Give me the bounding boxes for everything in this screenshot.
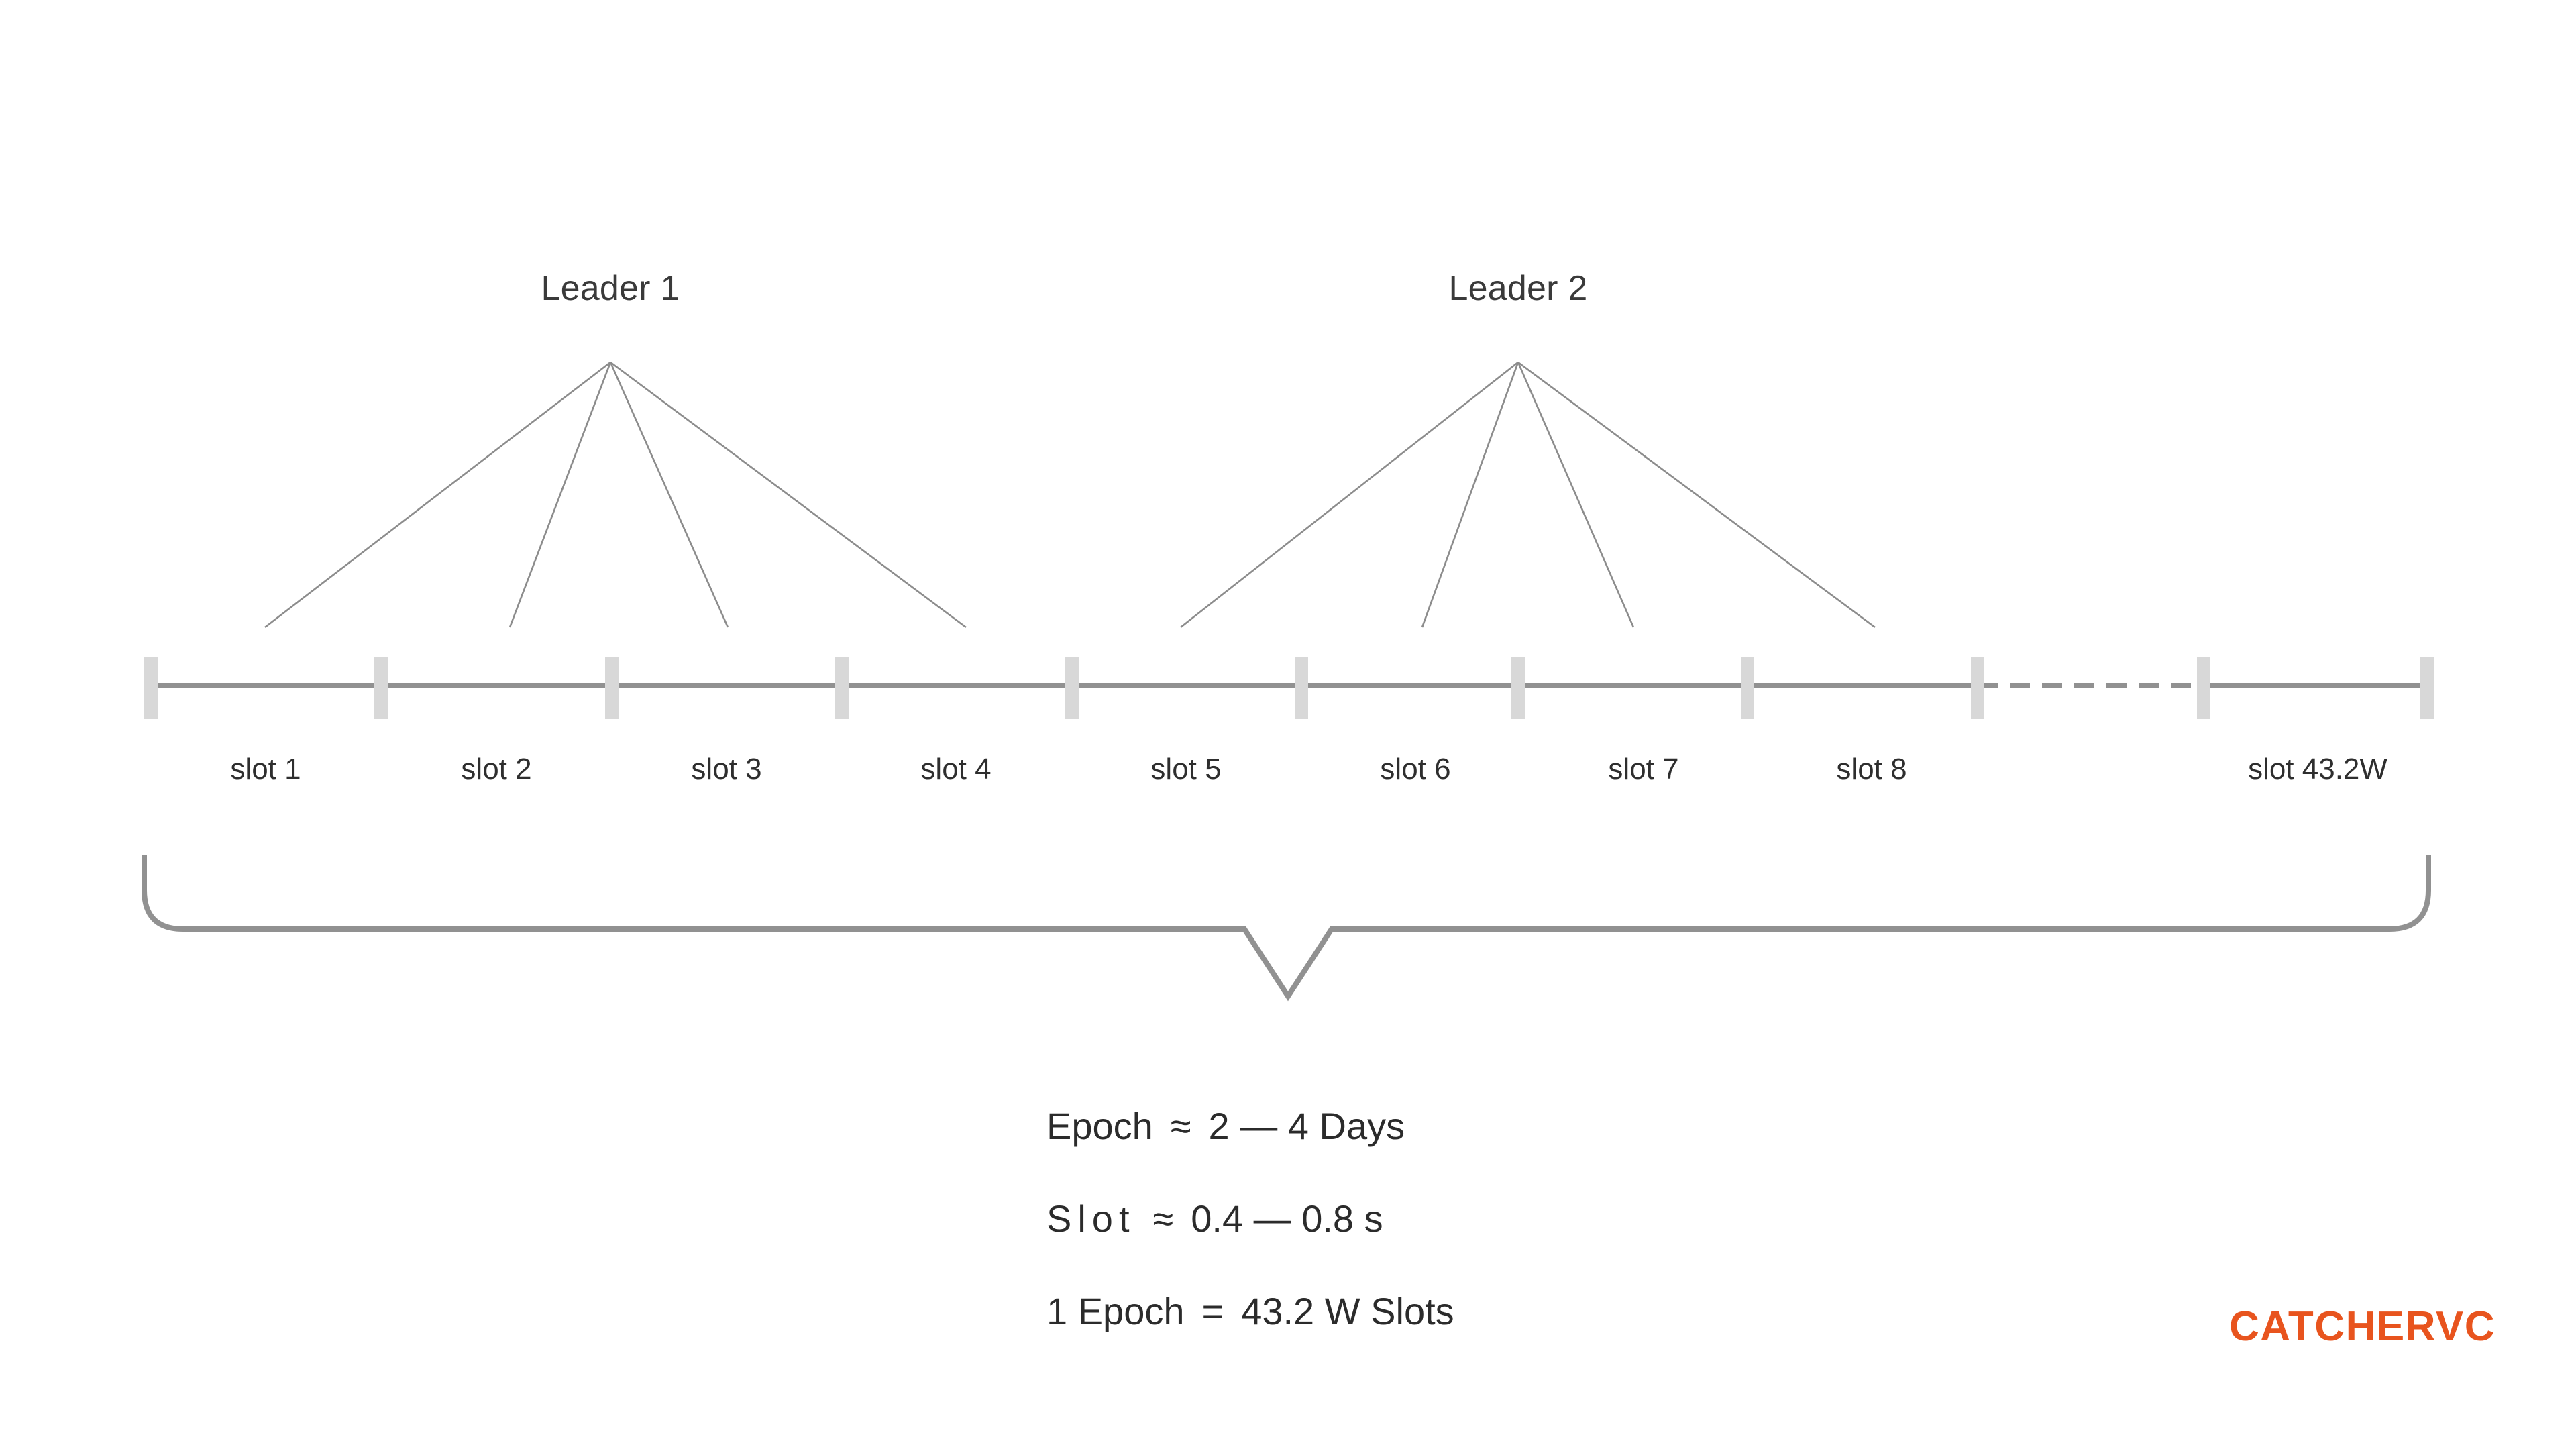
slot-label-4: slot 4	[920, 753, 991, 786]
summary-relation-1: ≈	[1170, 1105, 1191, 1147]
summary-row-2: Slot ≈0.4 — 0.8 s	[1046, 1173, 1650, 1265]
slot-tick-4	[835, 657, 849, 719]
summary-value-2: 0.4 — 0.8 s	[1191, 1197, 1383, 1240]
leader-2-fan-line-3	[1517, 362, 1635, 628]
slot-tick-1	[144, 657, 158, 719]
slot-tick-5	[1065, 657, 1079, 719]
summary-relation-2: ≈	[1152, 1197, 1174, 1240]
summary-term-2: Slot	[1046, 1197, 1136, 1240]
slot-tick-9	[1971, 657, 1984, 719]
slot-tick-2	[374, 657, 388, 719]
leader-1-fan-line-2	[508, 362, 612, 628]
slot-tick-11	[2420, 657, 2434, 719]
slot-tick-3	[605, 657, 619, 719]
summary-relation-3: =	[1201, 1290, 1224, 1332]
leader-fan-lines	[264, 361, 1876, 629]
leader-label-2: Leader 2	[1448, 269, 1588, 308]
slot-label-9: slot 43.2W	[2248, 753, 2387, 786]
slot-tick-8	[1741, 657, 1754, 719]
slot-label-7: slot 7	[1608, 753, 1679, 786]
leader-label-1: Leader 1	[541, 269, 680, 308]
summary-value-3: 43.2 W Slots	[1241, 1290, 1454, 1332]
leader-2-fan-line-1	[1180, 361, 1519, 629]
slot-label-1: slot 1	[230, 753, 301, 786]
slot-label-2: slot 2	[461, 753, 532, 786]
leader-2-fan-line-2	[1421, 362, 1519, 628]
leader-1-fan-line-1	[264, 361, 611, 629]
slot-tick-marks	[144, 657, 2434, 719]
summary-term-1: Epoch	[1046, 1105, 1153, 1147]
epoch-brace-path	[142, 855, 2431, 1002]
catchervc-logo: CATCHERVC	[2229, 1303, 2496, 1350]
summary-value-1: 2 — 4 Days	[1208, 1105, 1405, 1147]
slot-tick-7	[1511, 657, 1525, 719]
leader-1-fan-line-4	[610, 361, 967, 629]
slot-tick-6	[1295, 657, 1308, 719]
leader-1-fan-line-3	[609, 362, 729, 628]
slot-label-6: slot 6	[1380, 753, 1451, 786]
slot-tick-10	[2197, 657, 2210, 719]
summary-row-1: Epoch ≈2 — 4 Days	[1046, 1080, 1650, 1173]
slot-label-5: slot 5	[1150, 753, 1222, 786]
summary-term-3: 1 Epoch	[1046, 1290, 1185, 1332]
slot-label-8: slot 8	[1836, 753, 1907, 786]
epoch-brace	[142, 855, 2431, 1002]
leader-2-fan-line-4	[1517, 361, 1876, 629]
slot-label-3: slot 3	[691, 753, 762, 786]
summary-row-3: 1 Epoch = 43.2 W Slots	[1046, 1265, 1650, 1358]
